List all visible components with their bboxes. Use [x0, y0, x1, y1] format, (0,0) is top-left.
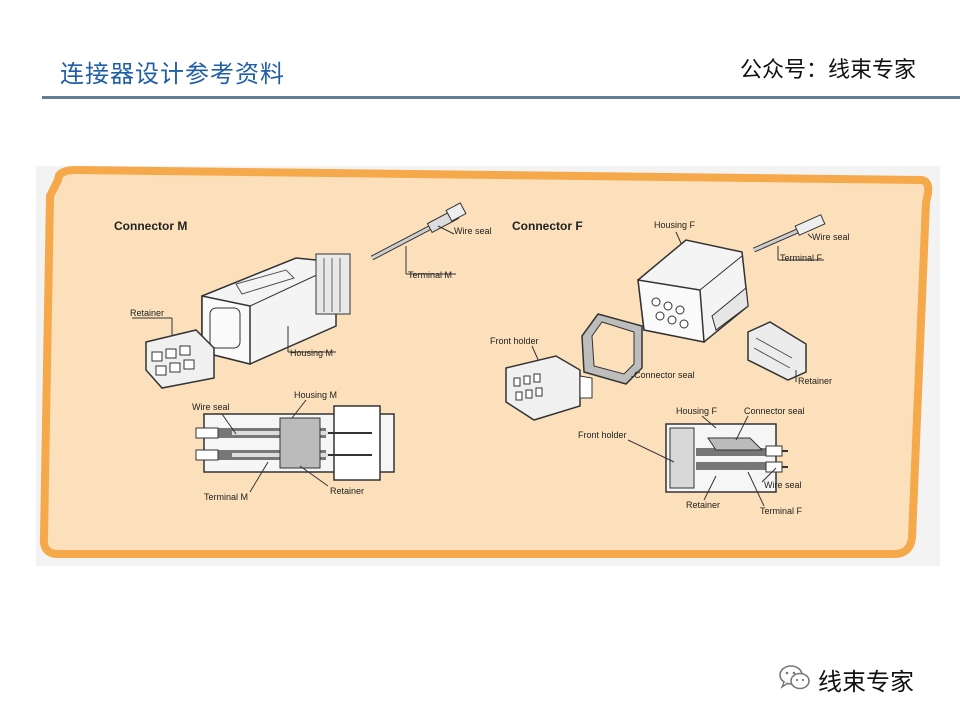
connector-f-heading: Connector F	[512, 219, 583, 233]
housing-m-part	[201, 253, 351, 365]
connector-figure: Connector M Wire seal Terminal M	[36, 165, 940, 566]
label-m-section-terminal: Terminal M	[204, 492, 248, 502]
label-f-wire-seal: Wire seal	[812, 232, 850, 242]
label-f-connector-seal: Connector seal	[634, 370, 695, 380]
figure-canvas: Connector M Wire seal Terminal M	[36, 165, 940, 566]
label-m-section-housing: Housing M	[294, 390, 337, 400]
connector-m-heading: Connector M	[114, 219, 187, 233]
label-f-section-wire-seal: Wire seal	[764, 480, 802, 490]
label-f-housing: Housing F	[654, 220, 696, 230]
terminal-m-part	[370, 202, 467, 261]
wechat-icon	[778, 664, 812, 696]
label-m-section-retainer: Retainer	[330, 486, 364, 496]
label-f-front-holder: Front holder	[490, 336, 539, 346]
label-m-wire-seal: Wire seal	[454, 226, 492, 236]
housing-f-part	[637, 239, 749, 343]
label-m-retainer: Retainer	[130, 308, 164, 318]
label-f-section-retainer: Retainer	[686, 500, 720, 510]
footer-text: 线束专家	[818, 668, 914, 696]
connector-seal-part	[581, 313, 643, 385]
account-label: 公众号：线束专家	[739, 58, 916, 83]
label-m-section-wire-seal: Wire seal	[192, 402, 230, 412]
label-f-retainer: Retainer	[798, 376, 832, 386]
section-m	[195, 405, 395, 481]
footer-brand: 线束专家	[778, 662, 914, 697]
retainer-m-part	[145, 329, 215, 389]
label-m-terminal: Terminal M	[408, 270, 452, 280]
label-f-section-terminal: Terminal F	[760, 506, 803, 516]
terminal-f-part	[752, 214, 826, 253]
retainer-f-part	[747, 321, 807, 381]
header-divider	[42, 96, 960, 99]
label-f-section-housing: Housing F	[676, 406, 718, 416]
label-f-section-connector-seal: Connector seal	[744, 406, 805, 416]
front-holder-part	[505, 355, 593, 421]
label-f-terminal: Terminal F	[780, 253, 823, 263]
label-m-housing: Housing M	[290, 348, 333, 358]
section-f	[665, 423, 788, 493]
page-title: 连接器设计参考资料	[60, 60, 285, 88]
label-f-section-front-holder: Front holder	[578, 430, 627, 440]
